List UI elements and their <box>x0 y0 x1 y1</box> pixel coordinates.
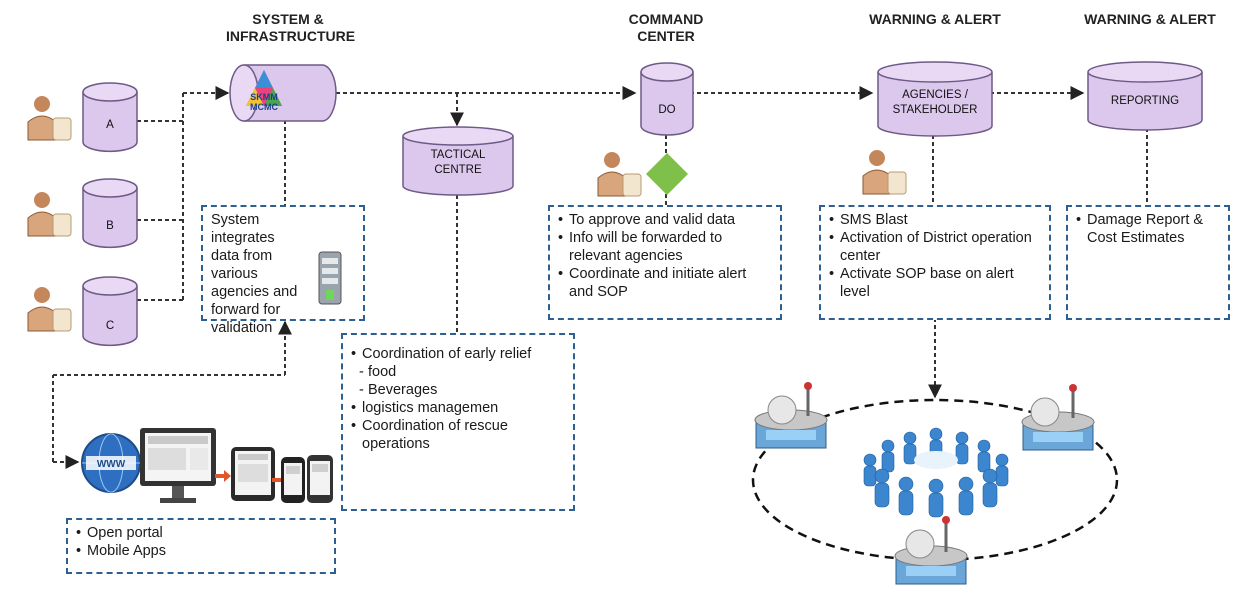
reporting-label: REPORTING <box>1110 95 1180 107</box>
source-cylinder-b[interactable] <box>80 178 140 250</box>
header-warning-alert-1: WARNING & ALERT <box>869 11 1001 27</box>
person-icon <box>597 152 642 197</box>
do-label: DO <box>658 104 676 116</box>
tactical-item: Coordination of early relief <box>351 345 565 363</box>
agencies-item: Activation of District operation center <box>829 229 1041 265</box>
tactical-centre-label: TACTICAL CENTRE <box>430 149 486 176</box>
portal-box: Open portal Mobile Apps <box>66 518 336 574</box>
source-label-c: C <box>105 320 115 332</box>
portal-item: Mobile Apps <box>76 542 326 560</box>
tactical-item: logistics managemen <box>351 399 565 417</box>
server-icon <box>318 251 342 305</box>
phone-icon <box>281 457 305 503</box>
system-infrastructure-cylinder[interactable] <box>228 62 340 124</box>
tactical-centre-box: Coordination of early relief food Bevera… <box>341 333 575 511</box>
reporting-box: Damage Report & Cost Estimates <box>1066 205 1230 320</box>
tablet-icon <box>231 447 275 501</box>
command-item: Coordinate and initiate alert and SOP <box>558 265 772 301</box>
command-center-box: To approve and valid data Info will be f… <box>548 205 782 320</box>
crowd-icon <box>863 427 1009 518</box>
command-item: To approve and valid data <box>558 211 772 229</box>
header-command-center: COMMAND CENTER <box>628 11 704 44</box>
agencies-item: Activate SOP base on alert level <box>829 265 1041 301</box>
monitor-icon <box>140 428 216 503</box>
tactical-subitem: food <box>351 363 565 381</box>
do-cylinder[interactable] <box>638 62 696 138</box>
person-icon <box>27 96 72 141</box>
web-globe-icon[interactable]: WWW <box>80 432 142 494</box>
reporting-item: Damage Report & Cost Estimates <box>1076 211 1220 247</box>
phone-icon <box>307 455 333 503</box>
reporting-cylinder[interactable] <box>1085 60 1205 134</box>
command-item: Info will be forwarded to relevant agenc… <box>558 229 772 265</box>
source-cylinder-c[interactable] <box>80 276 140 348</box>
person-icon <box>27 287 72 332</box>
source-label-a: A <box>106 119 114 131</box>
person-icon <box>27 192 72 237</box>
tactical-item: Coordination of rescue operations <box>351 417 565 453</box>
agencies-action-box: SMS Blast Activation of District operati… <box>819 205 1051 320</box>
svg-text:WWW: WWW <box>97 459 126 470</box>
decision-diamond[interactable] <box>645 152 689 196</box>
header-system-infrastructure: SYSTEM & INFRASTRUCTURE <box>226 11 356 44</box>
agencies-stakeholder-cylinder[interactable] <box>875 60 995 140</box>
source-cylinder-a[interactable] <box>80 82 140 154</box>
tactical-centre-cylinder[interactable] <box>400 126 516 198</box>
antenna-station-icon <box>1021 384 1095 451</box>
tactical-subitem: Beverages <box>351 381 565 399</box>
agencies-item: SMS Blast <box>829 211 1041 229</box>
agencies-stakeholder-label: AGENCIES / STAKEHOLDER <box>892 89 978 116</box>
portal-item: Open portal <box>76 524 326 542</box>
logo-text-bottom: MCMC <box>250 102 278 112</box>
person-icon <box>862 150 907 195</box>
arrow-right-icon <box>215 470 231 482</box>
antenna-station-icon <box>894 516 968 585</box>
system-description-text: System integrates data from various agen… <box>211 212 298 336</box>
antenna-station-icon <box>754 382 828 449</box>
header-warning-alert-2: WARNING & ALERT <box>1084 11 1216 27</box>
source-label-b: B <box>106 220 114 232</box>
logo-text-top: SKMM <box>250 92 278 102</box>
